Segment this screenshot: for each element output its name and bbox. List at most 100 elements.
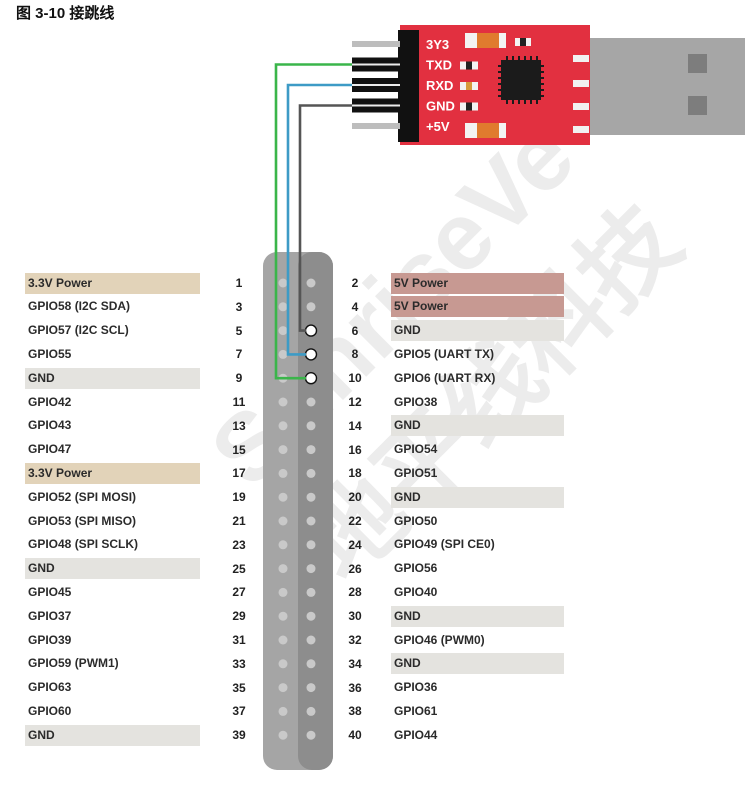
header-pin-14 — [306, 421, 316, 431]
pin-number-22: 22 — [348, 514, 362, 528]
wire-txd-to-pin-10 — [274, 63, 352, 380]
usb-plug — [590, 38, 745, 135]
wire-rxd-to-pin-8 — [286, 83, 352, 356]
pin-number-26: 26 — [348, 561, 362, 576]
header-pin-23 — [278, 540, 288, 550]
pin-label-20: GND — [391, 486, 564, 508]
pin-label-13: GPIO43 — [28, 418, 72, 433]
led-center — [520, 38, 526, 46]
usb-pin-label-txd: TXD — [426, 58, 452, 73]
pin-number-32: 32 — [348, 633, 362, 647]
capacitor — [477, 123, 499, 138]
pin-number-33: 33 — [232, 656, 246, 671]
resistor-band — [466, 61, 472, 70]
pin-number-28: 28 — [348, 585, 362, 600]
pin-number-35: 35 — [232, 680, 246, 695]
pcb-notch — [573, 80, 589, 87]
capacitor — [477, 33, 499, 48]
pin-number-24: 24 — [348, 537, 362, 552]
pin-label-4: 5V Power — [391, 296, 564, 318]
pin-label-25: GND — [25, 558, 200, 580]
pin-label-2: 5V Power — [391, 272, 564, 294]
pin-number-7: 7 — [235, 347, 243, 362]
pin-label-19: GPIO52 (SPI MOSI) — [28, 489, 137, 504]
pin-number-20: 20 — [348, 490, 362, 505]
usb-chip — [498, 56, 544, 104]
header-pin-36 — [306, 683, 316, 693]
pin-number-12: 12 — [348, 395, 362, 409]
jumper-pin-gnd — [352, 104, 400, 107]
pin-number-11: 11 — [232, 395, 246, 409]
header-pin-1 — [278, 278, 288, 288]
pin-label-24: GPIO49 (SPI CE0) — [394, 537, 495, 552]
pin-number-16: 16 — [348, 442, 362, 457]
header-pin-25 — [278, 564, 288, 574]
capacitor-end — [465, 33, 477, 48]
pin-label-3: GPIO58 (I2C SDA) — [28, 299, 131, 314]
header-pin-7 — [278, 349, 288, 359]
pin-label-23: GPIO48 (SPI SCLK) — [28, 537, 139, 552]
usb-pin-+5v — [352, 123, 400, 129]
pin-label-39: GND — [25, 724, 200, 746]
header-pin-6 — [304, 324, 318, 337]
pin-label-32: GPIO46 (PWM0) — [394, 632, 485, 647]
pin-label-12: GPIO38 — [394, 394, 438, 409]
pin-number-31: 31 — [232, 633, 246, 647]
pin-label-17: 3.3V Power — [25, 462, 200, 484]
capacitor-end — [465, 123, 477, 138]
pin-label-27: GPIO45 — [28, 584, 72, 599]
pin-number-17: 17 — [232, 466, 246, 481]
header-pin-40 — [306, 730, 316, 740]
pin-number-8: 8 — [351, 347, 359, 362]
header-pin-37 — [278, 706, 288, 716]
usb-pin-label-rxd: RXD — [426, 78, 453, 93]
pin-label-5: GPIO57 (I2C SCL) — [28, 323, 129, 338]
usb-pin-label-gnd: GND — [426, 99, 455, 114]
pin-label-14: GND — [391, 415, 564, 437]
pin-number-6: 6 — [351, 323, 359, 338]
pin-label-33: GPIO59 (PWM1) — [28, 656, 119, 671]
pin-number-36: 36 — [348, 680, 362, 695]
connector-block — [398, 30, 419, 142]
pin-label-7: GPIO55 — [28, 346, 72, 361]
pcb-notch — [573, 103, 589, 110]
header-pin-34 — [306, 659, 316, 669]
header-pin-35 — [278, 683, 288, 693]
capacitor-end — [499, 33, 506, 48]
pin-number-21: 21 — [232, 514, 246, 528]
pcb-notch — [573, 55, 589, 62]
pin-number-1: 1 — [235, 276, 243, 290]
header-pin-5 — [278, 326, 288, 336]
header-pin-22 — [306, 516, 316, 526]
usb-pin-3y3 — [352, 41, 400, 47]
pin-label-29: GPIO37 — [28, 608, 72, 623]
pin-number-4: 4 — [351, 299, 359, 314]
pin-label-11: GPIO42 — [28, 394, 72, 409]
pin-label-18: GPIO51 — [394, 465, 438, 480]
header-pin-4 — [306, 302, 316, 312]
pin-label-10: GPIO6 (UART RX) — [394, 370, 496, 385]
pin-label-38: GPIO61 — [394, 703, 438, 718]
pin-number-39: 39 — [232, 728, 246, 743]
pin-label-26: GPIO56 — [394, 561, 438, 576]
jumper-wires — [274, 63, 352, 380]
jumper-pin-rxd — [352, 84, 400, 86]
header-pin-17 — [278, 468, 288, 478]
header-pin-32 — [306, 635, 316, 645]
pin-number-27: 27 — [232, 585, 246, 600]
pin-label-22: GPIO50 — [394, 513, 438, 528]
header-pin-31 — [278, 635, 288, 645]
pcb-notch — [573, 126, 589, 133]
capacitor-end — [499, 123, 506, 138]
header-pin-33 — [278, 659, 288, 669]
pin-number-34: 34 — [348, 656, 362, 671]
pin-label-34: GND — [391, 653, 564, 675]
header-pin-11 — [278, 397, 288, 407]
figure-title: 图 3-10 接跳线 — [16, 5, 115, 22]
pin-number-3: 3 — [235, 299, 243, 314]
pin-number-5: 5 — [235, 323, 243, 338]
pin-number-2: 2 — [351, 276, 359, 290]
header-pin-38 — [306, 706, 316, 716]
pin-number-37: 37 — [232, 704, 246, 719]
pin-label-15: GPIO47 — [28, 442, 72, 457]
